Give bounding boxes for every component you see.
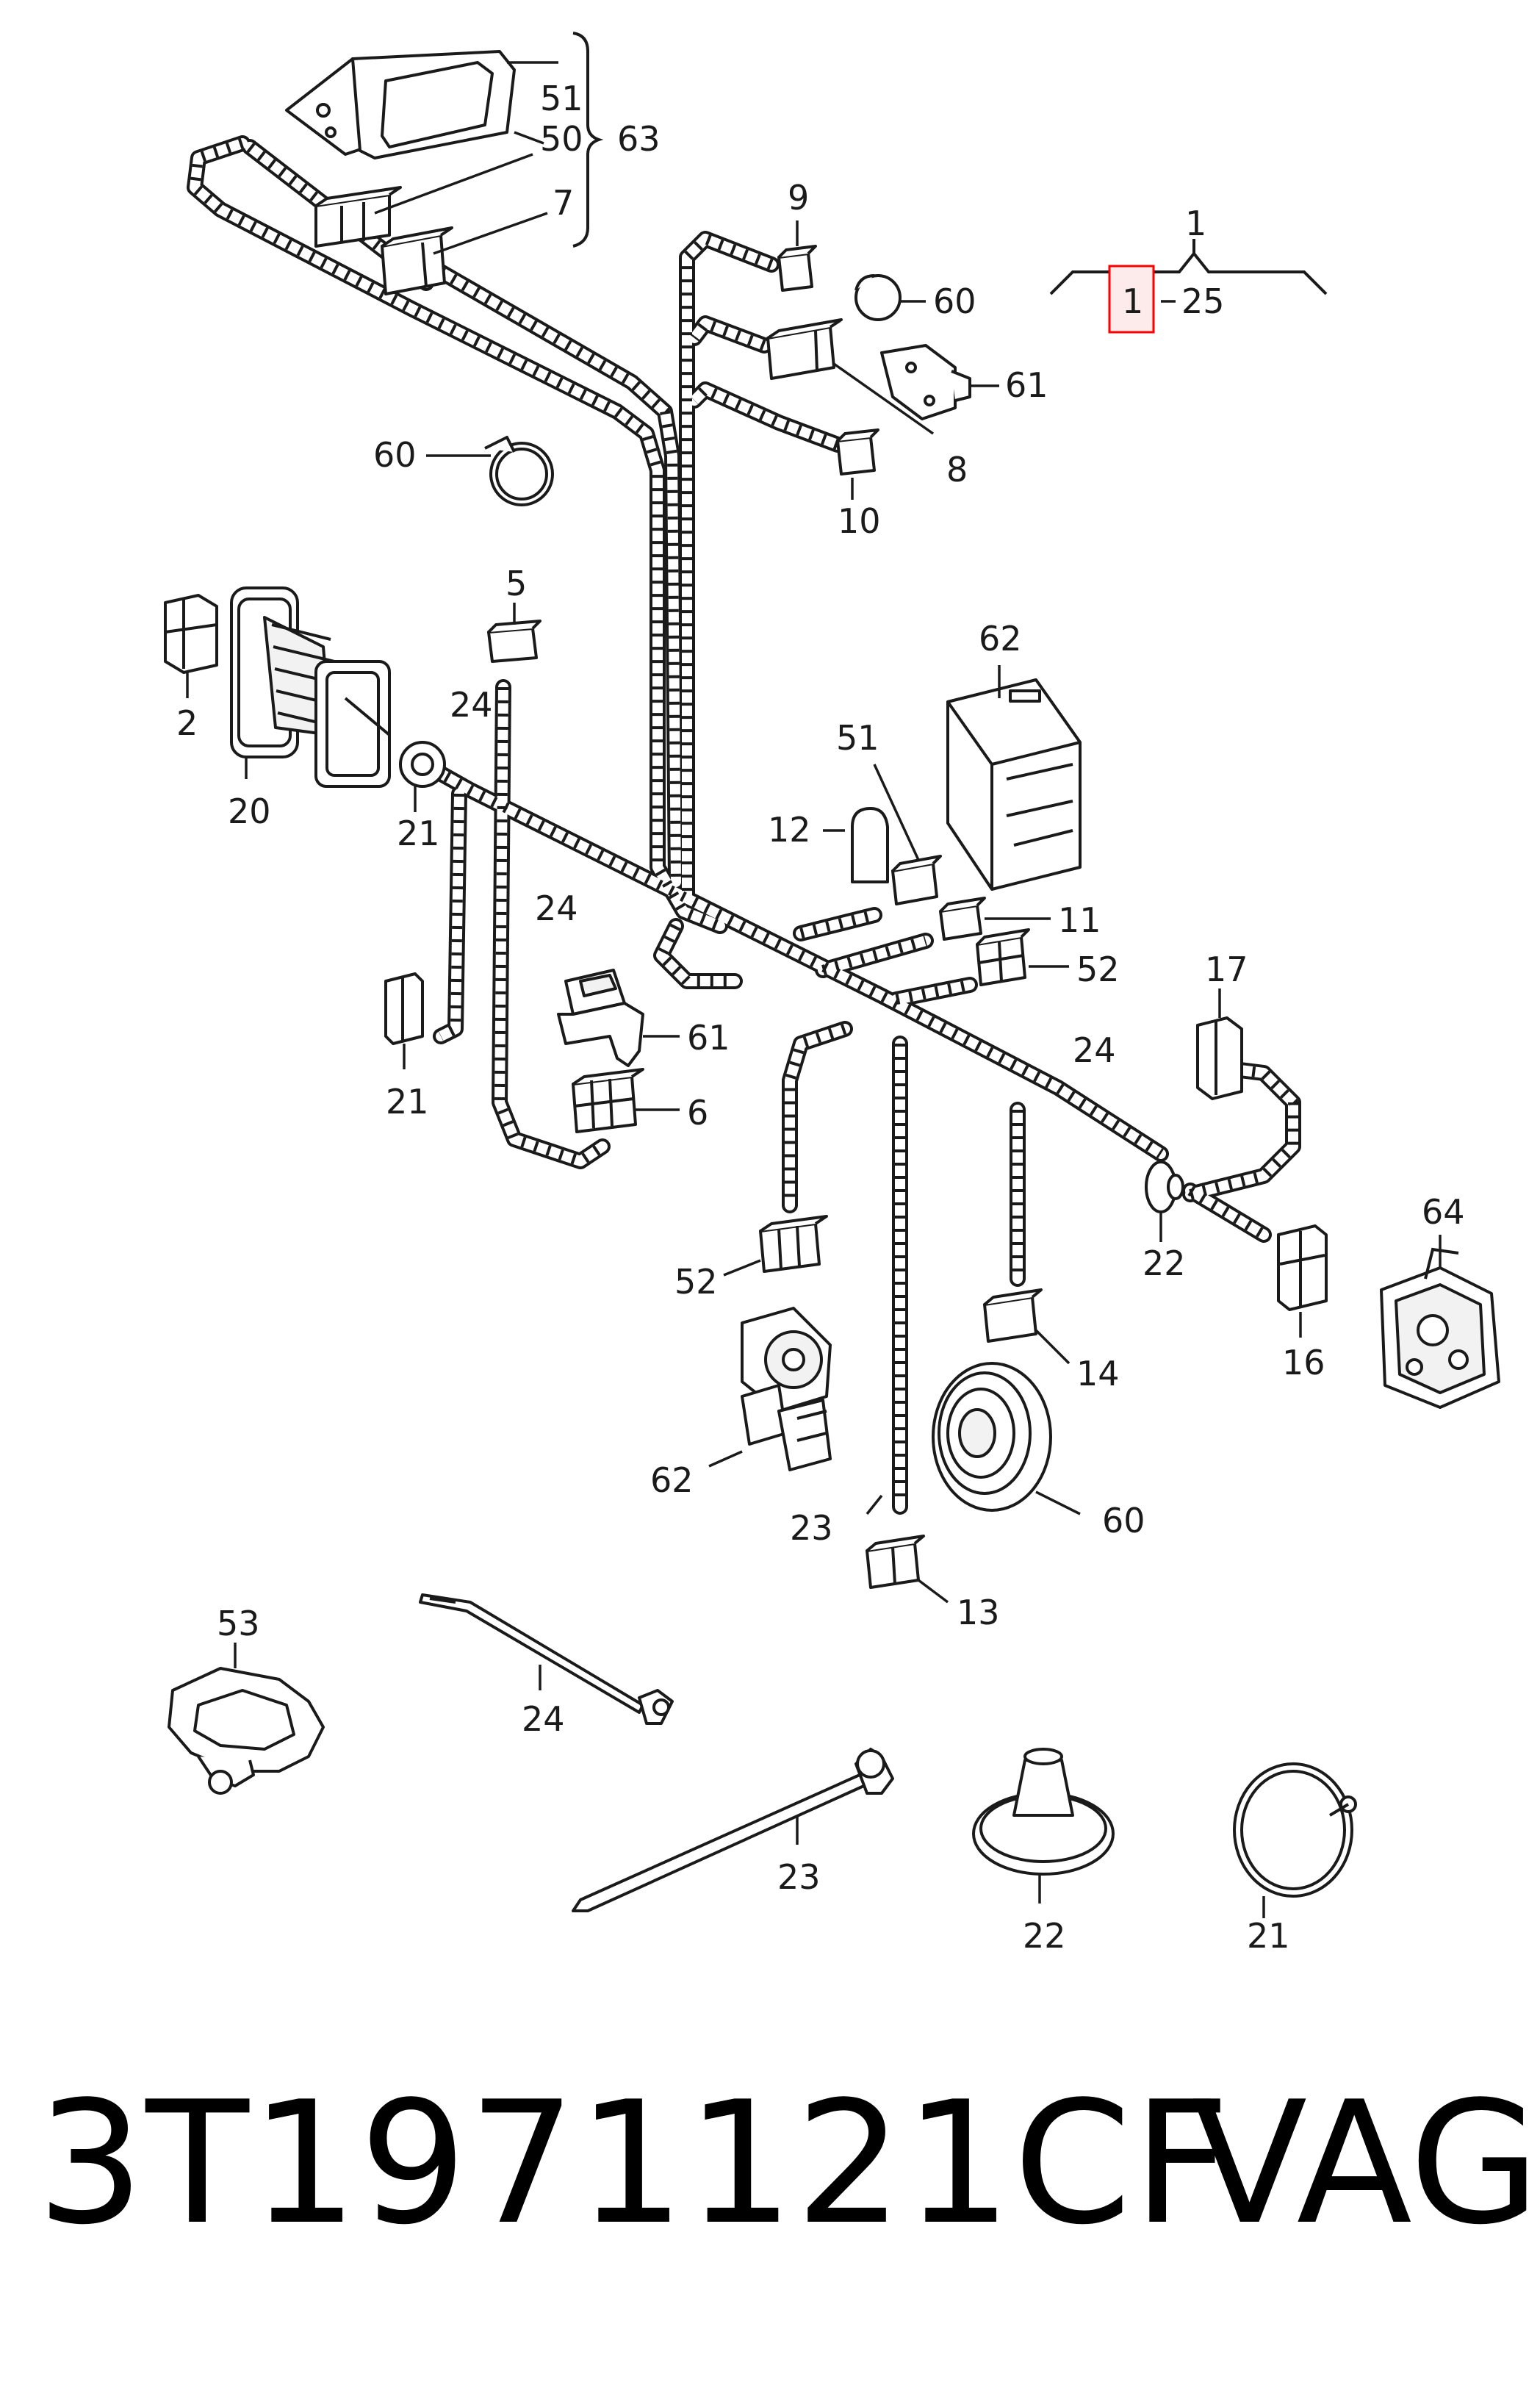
- callout-51-mid: 51: [836, 718, 879, 758]
- connector-8: [766, 318, 843, 380]
- callout-22-harness: 22: [1143, 1244, 1186, 1283]
- control-unit-62: [946, 678, 1082, 891]
- callout-25: 25: [1181, 281, 1225, 321]
- callout-7: 7: [553, 183, 574, 223]
- wiring-harness-diagram: 1 1 25 51 50 63 7 9 60 61 8 10 60 5 2 20…: [164, 32, 1500, 1956]
- callout-60-top: 60: [933, 281, 976, 321]
- door-lock-64: [1380, 1247, 1500, 1409]
- callout-6: 6: [687, 1093, 708, 1133]
- connector-51: [891, 855, 942, 905]
- connector-17: [1196, 1016, 1243, 1100]
- connector-9: [777, 245, 817, 292]
- callout-14: 14: [1076, 1354, 1120, 1393]
- callout-61-mid: 61: [687, 1018, 730, 1058]
- callout-1-top: 1: [1185, 204, 1206, 243]
- clip-53: [168, 1667, 325, 1795]
- window-motor-62: [741, 1307, 832, 1471]
- callout-62-top: 62: [979, 619, 1022, 659]
- connector-2: [164, 594, 218, 674]
- connector-14: [983, 1288, 1043, 1343]
- callout-64: 64: [1422, 1192, 1465, 1232]
- callout-24-lower: 24: [522, 1699, 565, 1739]
- grommet-60-left: [484, 436, 554, 506]
- callout-13: 13: [957, 1593, 1000, 1632]
- callout-8: 8: [946, 450, 968, 489]
- grommet-22: [972, 1748, 1115, 1876]
- callout-60-left: 60: [373, 435, 417, 475]
- callout-12: 12: [768, 810, 811, 850]
- ring-21: [1233, 1762, 1357, 1898]
- connector-10: [836, 428, 879, 476]
- callout-2: 2: [176, 703, 198, 743]
- cable-tie-24: [419, 1593, 674, 1725]
- callout-62-lower: 62: [650, 1460, 694, 1500]
- callout-52-lower: 52: [674, 1262, 718, 1302]
- callout-16: 16: [1282, 1343, 1325, 1382]
- callout-21-harness: 21: [397, 814, 440, 853]
- part-number: 3T1971121CF: [37, 2066, 1232, 2262]
- callout-52-upper: 52: [1076, 950, 1120, 989]
- callout-labels: 1 1 25 51 50 63 7 9 60 61 8 10 60 5 2 20…: [176, 79, 1465, 1956]
- connector-6: [572, 1068, 644, 1133]
- highlight-box: [1108, 265, 1155, 334]
- bracket-61-top: [880, 344, 971, 420]
- callout-50: 50: [540, 119, 583, 159]
- callout-23-harness: 23: [790, 1508, 833, 1548]
- cable-tie-23: [572, 1748, 894, 1912]
- callout-60-lower: 60: [1102, 1501, 1145, 1540]
- brace-63: [572, 32, 604, 248]
- connector-52-upper: [976, 928, 1030, 986]
- callout-63: 63: [617, 119, 661, 159]
- connector-7: [381, 226, 453, 295]
- callout-21-lower: 21: [1247, 1916, 1290, 1956]
- boot-20: [230, 586, 446, 788]
- callout-24-upper: 24: [450, 685, 493, 725]
- callout-23-lower: 23: [777, 1857, 821, 1897]
- callout-21-left: 21: [386, 1082, 429, 1122]
- grommet-60-top: [854, 274, 902, 321]
- connector-11: [939, 897, 986, 941]
- callout-11: 11: [1058, 900, 1101, 940]
- callout-9: 9: [788, 178, 809, 218]
- callout-24-right: 24: [1073, 1030, 1116, 1070]
- plug-12: [851, 807, 889, 883]
- switch-61: [557, 969, 644, 1067]
- callout-20: 20: [228, 792, 271, 831]
- connector-21: [384, 972, 424, 1045]
- wiring-harness: [187, 135, 1301, 1515]
- callout-51-top: 51: [540, 79, 583, 118]
- callout-53: 53: [217, 1604, 260, 1643]
- callout-24-mid: 24: [535, 889, 578, 928]
- callout-5: 5: [505, 564, 527, 603]
- connector-52-lower: [759, 1215, 828, 1273]
- callout-61-top: 61: [1005, 365, 1048, 405]
- connector-16: [1277, 1224, 1328, 1311]
- callout-1-box: 1: [1122, 281, 1143, 321]
- connector-13: [866, 1535, 925, 1589]
- mirror-assembly: [285, 50, 516, 159]
- callout-17: 17: [1205, 950, 1248, 989]
- assembly-tree-1: [1049, 239, 1328, 295]
- brand-name: VAG: [1192, 2066, 1540, 2262]
- callout-22-lower: 22: [1023, 1916, 1066, 1956]
- callout-10: 10: [838, 501, 881, 541]
- speaker-60: [932, 1362, 1052, 1512]
- connector-5: [487, 620, 541, 663]
- grommet-22-harness: [1145, 1160, 1184, 1213]
- connector-50: [314, 186, 402, 248]
